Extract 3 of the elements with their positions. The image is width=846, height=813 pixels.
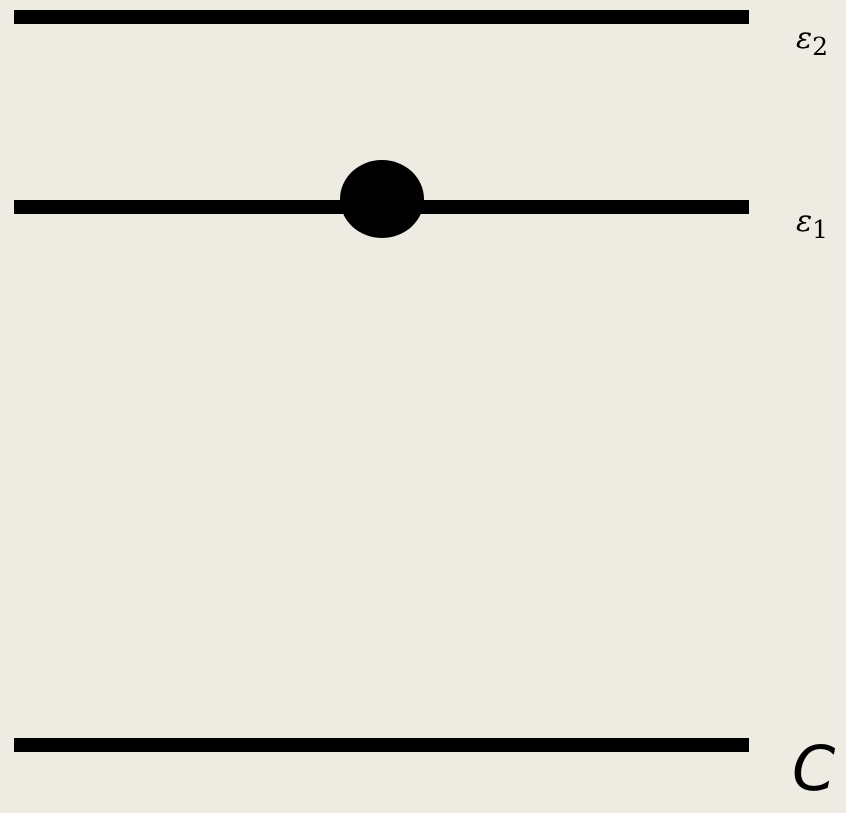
level-label: ε$_{1}$	[796, 207, 828, 242]
level-label: ε$_{2}$	[796, 24, 828, 59]
level-label: C	[792, 738, 836, 800]
